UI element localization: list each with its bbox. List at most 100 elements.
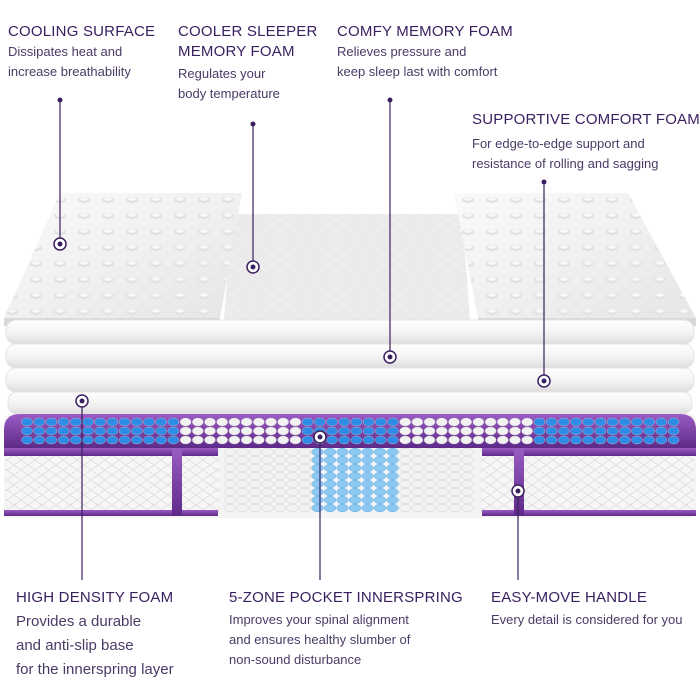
coil-top: [155, 417, 167, 427]
coil-segment: [423, 487, 437, 497]
coil-segment: [411, 463, 424, 473]
coil-segment: [298, 471, 312, 481]
coil-top: [606, 426, 619, 436]
coil-top: [497, 426, 509, 436]
coil-segment: [398, 471, 412, 481]
coil-segment: [273, 487, 287, 497]
coil-segment: [336, 503, 349, 513]
label-desc-line: Dissipates heat and: [8, 44, 123, 59]
label-title: COOLING SURFACE: [8, 23, 156, 40]
coil-segment: [436, 447, 449, 457]
coil-top: [326, 417, 338, 427]
label-desc-line: increase breathability: [8, 64, 131, 79]
coil-segment: [298, 455, 312, 465]
coil-top: [21, 435, 33, 445]
coil-segment: [436, 479, 449, 489]
coil-top: [106, 417, 119, 427]
coil-top: [570, 426, 582, 436]
coil-segment: [311, 447, 324, 457]
coil-segment: [336, 447, 349, 457]
coil-segment: [286, 503, 299, 513]
coil-top: [228, 426, 241, 436]
coil-top: [594, 426, 607, 436]
coil-segment: [223, 471, 237, 481]
coil-segment: [361, 463, 374, 473]
coil-segment: [336, 495, 349, 505]
coil-top: [338, 417, 350, 427]
coil-top: [289, 435, 302, 445]
coil-top: [155, 435, 167, 445]
coil-segment: [461, 503, 474, 513]
coil-segment: [361, 487, 374, 497]
coil-top: [131, 426, 143, 436]
coil-segment: [436, 463, 449, 473]
coil-top: [314, 417, 326, 427]
coil-segment: [398, 495, 412, 505]
coil-segment: [248, 447, 262, 457]
coil-top: [167, 435, 180, 445]
coil-segment: [361, 447, 374, 457]
coil-top: [131, 435, 143, 445]
label-desc-line: and ensures healthy slumber of: [229, 632, 411, 647]
coil-segment: [223, 479, 237, 489]
coil-top: [362, 435, 375, 445]
coil-segment: [373, 479, 387, 489]
coil-segment: [423, 495, 437, 505]
coil-segment: [336, 455, 349, 465]
coil-top: [643, 417, 655, 427]
coil-top: [143, 426, 155, 436]
coil-segment: [448, 455, 462, 465]
coil-top: [167, 426, 180, 436]
coil-segment: [223, 463, 237, 473]
coil-top: [143, 417, 155, 427]
coil-segment: [373, 471, 387, 481]
coil-segment: [348, 479, 362, 489]
label-desc-line: Relieves pressure and: [337, 44, 467, 59]
coil-segment: [336, 471, 349, 481]
coil-segment: [411, 479, 424, 489]
coil-top: [70, 435, 82, 445]
coil-top: [497, 435, 509, 445]
coil-top: [192, 426, 204, 436]
coil-segment: [323, 455, 337, 465]
coil-top: [45, 426, 58, 436]
coil-top: [631, 426, 643, 436]
coil-top: [179, 426, 192, 436]
coil-top: [21, 426, 33, 436]
coil-top: [192, 417, 204, 427]
coil-top: [643, 426, 655, 436]
coil-segment: [348, 471, 362, 481]
coil-segment: [411, 487, 424, 497]
coil-segment: [361, 503, 374, 513]
coil-top: [82, 426, 94, 436]
coil-top: [131, 417, 143, 427]
coil-top: [82, 417, 94, 427]
coil-top: [326, 435, 338, 445]
coil-top: [448, 435, 460, 445]
coil-segment: [261, 495, 274, 505]
coil-top: [118, 426, 131, 436]
comfy-memory-foam-layer: [5, 319, 695, 345]
coil-segment: [273, 455, 287, 465]
coil-segment: [411, 447, 424, 457]
coil-top: [375, 426, 387, 436]
coil-top: [228, 417, 241, 427]
coil-top: [387, 417, 399, 427]
coil-segment: [248, 503, 262, 513]
coil-segment: [348, 495, 362, 505]
coil-top: [301, 417, 314, 427]
coil-top: [582, 426, 594, 436]
coil-segment: [223, 447, 237, 457]
cooler-sleeper-foam-layer: [224, 214, 470, 320]
coil-top: [301, 435, 314, 445]
coil-top: [70, 417, 82, 427]
coil-top: [521, 435, 533, 445]
coil-segment: [223, 503, 237, 513]
coil-top: [582, 417, 594, 427]
cooling-surface-left-panel: [4, 193, 242, 326]
coil-segment: [461, 447, 474, 457]
coil-top: [423, 426, 436, 436]
coil-segment: [448, 495, 462, 505]
coil-segment: [286, 463, 299, 473]
coil-segment: [361, 479, 374, 489]
